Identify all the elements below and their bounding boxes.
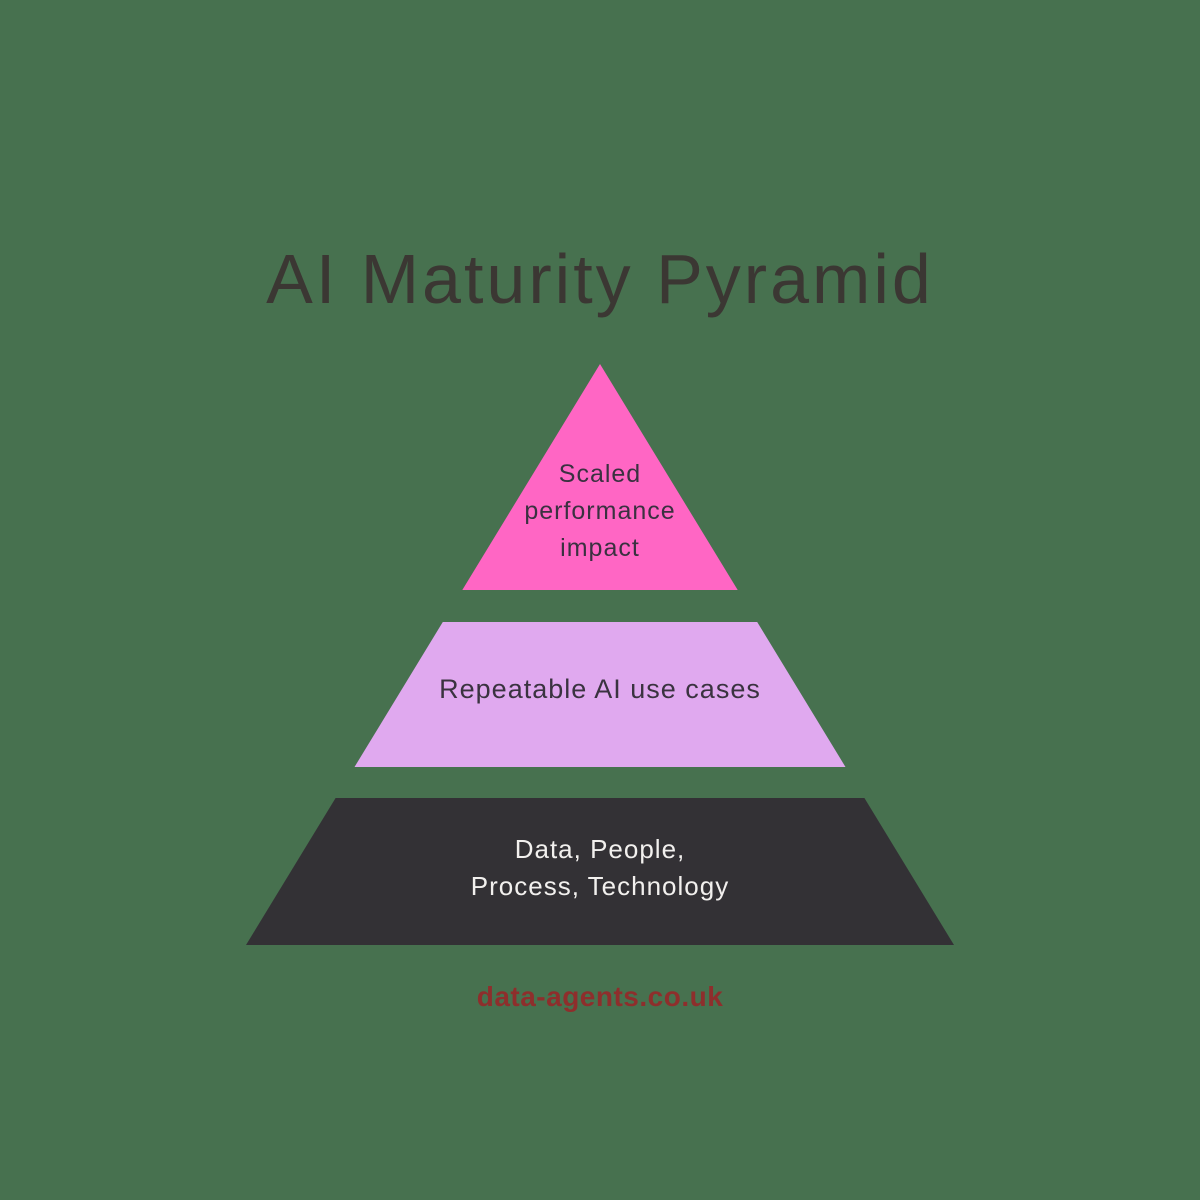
pyramid-level-top-shape xyxy=(462,364,738,590)
page-title: AI Maturity Pyramid xyxy=(266,240,934,318)
pyramid-level-top-label: Scaled performance impact xyxy=(0,456,1200,567)
pyramid-level-bottom-shape xyxy=(246,798,954,945)
pyramid-level-bottom-label: Data, People, Process, Technology xyxy=(0,831,1200,905)
pyramid-level-middle-label: Repeatable AI use cases xyxy=(0,671,1200,708)
label-line: Repeatable AI use cases xyxy=(439,674,761,704)
label-line: performance xyxy=(524,497,676,525)
pyramid-level-middle-shape xyxy=(354,622,846,767)
footer-website-text: data-agents.co.uk xyxy=(476,981,724,1012)
label-line: Data, People, xyxy=(514,834,686,864)
label-line: Process, Technology xyxy=(470,871,730,901)
label-line: impact xyxy=(560,534,640,562)
label-line: Scaled xyxy=(558,460,642,488)
